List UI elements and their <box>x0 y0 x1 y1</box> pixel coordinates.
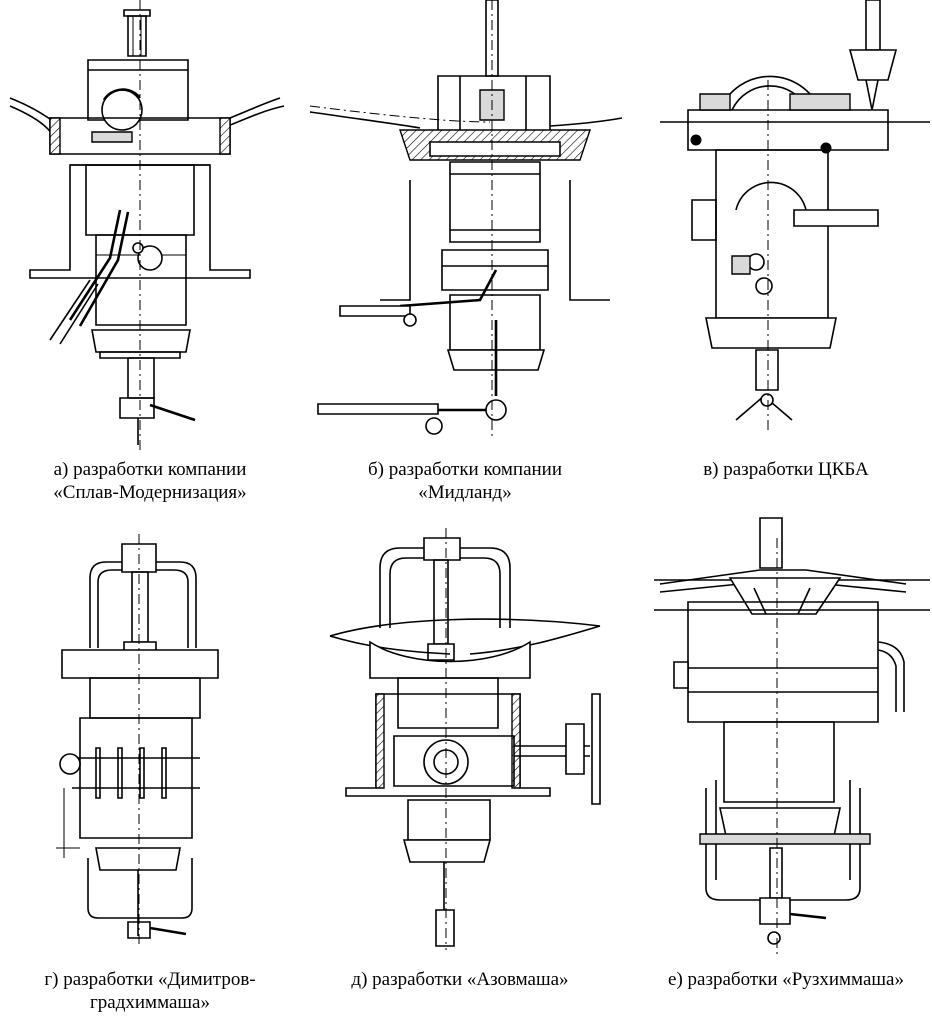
figure-e: е) разработки «Рузхиммаша» <box>640 518 932 1024</box>
figure-a: а) разработки компании «Сплав-Модернизац… <box>0 0 300 510</box>
valve-drawing-d <box>300 518 620 958</box>
caption-a: а) разработки компании «Сплав-Модернизац… <box>53 459 247 503</box>
caption-d: д) разработки «Азовмаша» <box>351 969 569 990</box>
caption-g: г) разработки «Димитров- градхиммаша» <box>44 969 256 1013</box>
valve-drawing-a <box>0 0 300 450</box>
figure-g: г) разработки «Димитров- градхиммаша» <box>0 518 300 1024</box>
caption-b: б) разработки компании «Мидланд» <box>367 459 563 503</box>
caption-e: е) разработки «Рузхиммаша» <box>668 969 904 990</box>
valve-drawing-v <box>640 0 932 450</box>
figure-b: б) разработки компании «Мидланд» <box>300 0 630 510</box>
valve-drawing-b <box>300 0 630 450</box>
figure-v: в) разработки ЦКБА <box>640 0 932 510</box>
figure-d: д) разработки «Азовмаша» <box>300 518 620 1024</box>
valve-drawing-e <box>640 518 932 958</box>
caption-v: в) разработки ЦКБА <box>703 459 869 480</box>
valve-drawing-g <box>0 518 300 958</box>
